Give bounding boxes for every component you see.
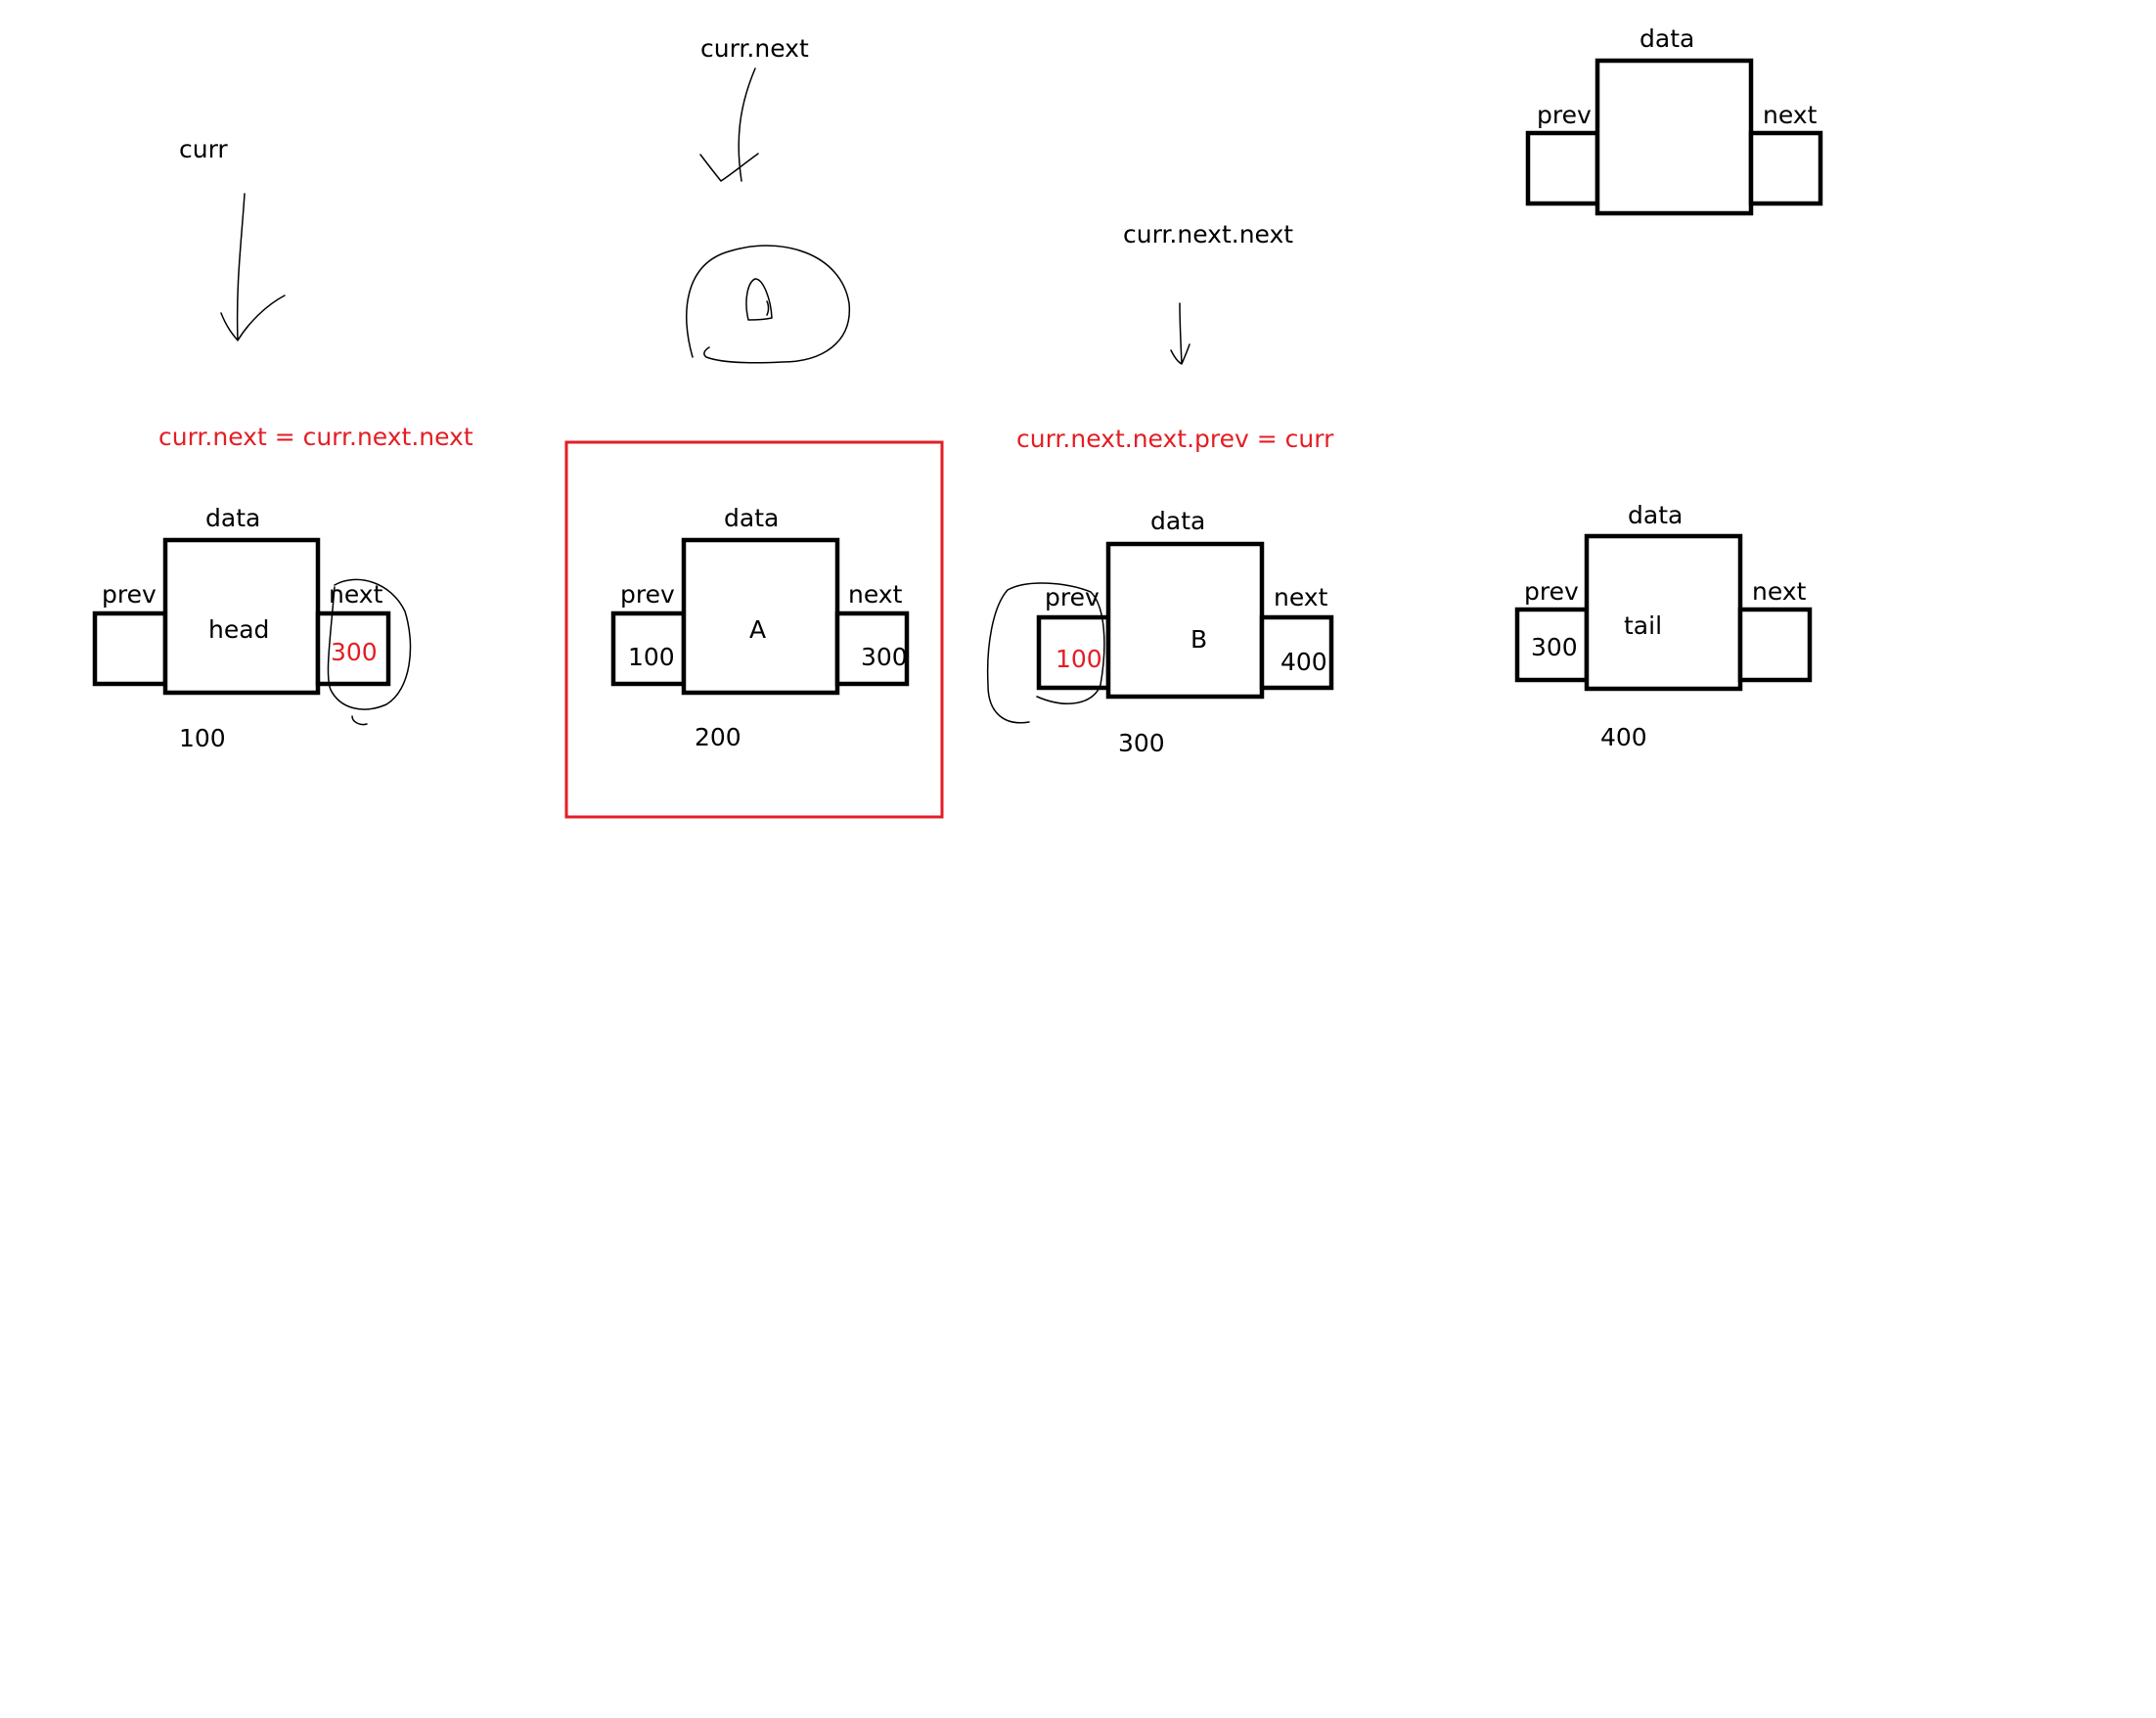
legend-next-label: next [1763,101,1818,129]
node-a: data prev next A 100 300 200 [610,504,910,751]
curr-next-next-arrow-icon [1170,302,1190,365]
legend-next-box [1748,130,1823,206]
pointer-label-curr-next: curr.next [700,34,809,63]
node-next-label: next [1752,577,1807,606]
node-prev-label: prev [102,580,157,609]
node-prev-value: 100 [1056,645,1102,673]
node-next-value: 300 [331,638,378,666]
node-prev-value: 300 [1531,633,1578,661]
node-prev-label: prev [1045,583,1100,611]
step2-code: curr.next.next.prev = curr [1016,425,1334,453]
node-head: data prev next head 300 100 [92,504,412,752]
node-value: head [208,615,269,644]
node-address: 100 [179,724,226,752]
node-address: 200 [695,723,741,751]
node-data-label: data [724,504,779,532]
node-next-box [834,610,910,687]
legend-prev-box [1525,130,1600,206]
legend-data-box [1595,58,1754,216]
node-next-value: 300 [861,643,908,671]
node-prev-label: prev [620,580,675,609]
scribble-mark-icon [745,278,773,321]
node-data-box [162,537,321,696]
curr-arrow-icon [220,193,286,341]
node-value: B [1190,625,1207,654]
node-prev-box [92,610,168,687]
pointer-label-curr: curr [179,135,228,163]
node-prev-label: prev [1524,577,1579,606]
node-data-label: data [1628,501,1683,529]
node-a-highlight-box [564,440,944,819]
node-value: A [749,615,766,644]
node-data-label: data [1150,507,1205,535]
node-b: data prev next B 100 400 300 [986,507,1334,757]
node-data-box [1105,541,1265,700]
node-tail: data prev next tail 300 400 [1514,501,1813,751]
curr-next-arrow-icon [699,68,759,182]
node-next-label: next [329,580,383,609]
node-next-box [1737,607,1813,683]
node-address: 300 [1118,729,1165,757]
legend-node: data prev next [1525,24,1823,216]
prev-circle-icon [986,582,1105,724]
node-data-box [1584,533,1743,692]
next-circle-icon [327,578,412,726]
scribble-circle-icon [686,245,850,364]
node-next-value: 400 [1280,648,1327,676]
node-next-box [1259,614,1334,691]
step1-code: curr.next = curr.next.next [158,423,473,451]
node-next-label: next [848,580,903,609]
node-data-box [681,537,840,696]
pointer-label-curr-next-next: curr.next.next [1123,220,1293,249]
legend-data-label: data [1639,24,1694,53]
node-next-label: next [1274,583,1328,611]
legend-prev-label: prev [1537,101,1592,129]
node-value: tail [1624,611,1662,640]
node-data-label: data [205,504,260,532]
node-prev-value: 100 [628,643,675,671]
node-address: 400 [1600,723,1647,751]
